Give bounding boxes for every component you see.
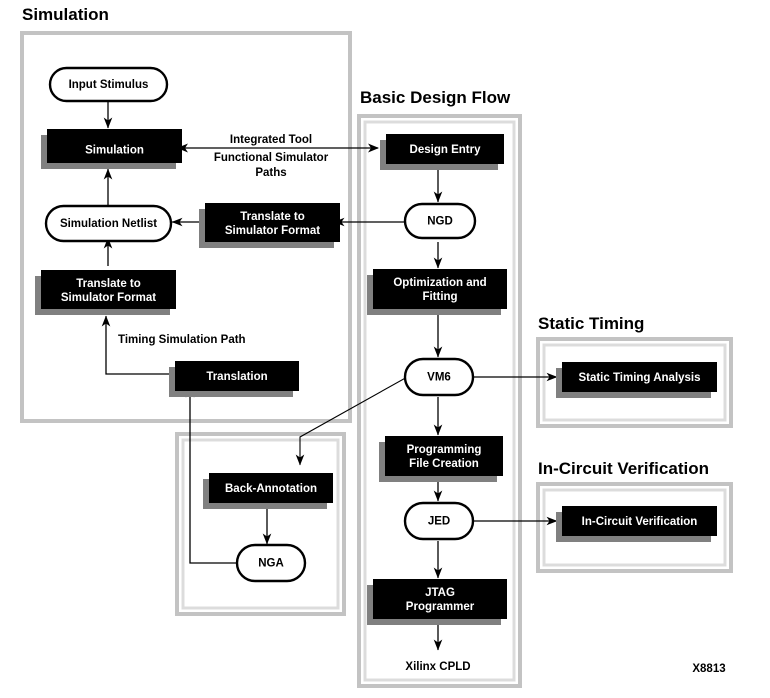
arrowhead-toward-simulation xyxy=(177,143,188,153)
group-box-basic-design-flow xyxy=(357,114,522,688)
block-jtag-label-line2: Programmer xyxy=(406,601,475,613)
block-back-annotation-body xyxy=(209,473,333,503)
node-nga-shape xyxy=(235,543,307,583)
block-translate-bottom-label-line1: Translate to xyxy=(76,278,141,290)
group-title-in-circuit-verification: In-Circuit Verification xyxy=(538,459,709,478)
edge-label-timing-simulation-path: Timing Simulation Path xyxy=(118,334,246,346)
edge-label-functional-simulator: Functional Simulator xyxy=(214,152,329,164)
block-jtag-label-line1: JTAG xyxy=(425,587,455,599)
block-jtag-programmer[interactable]: JTAG Programmer xyxy=(367,579,507,625)
block-static-timing-analysis[interactable]: Static Timing Analysis xyxy=(556,362,717,398)
node-input-stimulus-shape xyxy=(48,66,169,103)
block-simulation-body xyxy=(47,129,182,163)
node-vm6-shape xyxy=(403,357,475,397)
node-nga-label: NGA xyxy=(258,558,284,570)
node-simulation-netlist[interactable]: Simulation Netlist xyxy=(44,204,173,243)
group-box-simulation xyxy=(20,31,352,423)
block-design-entry-body xyxy=(386,134,504,164)
block-translate-bottom-label-line2: Simulator Format xyxy=(61,292,156,304)
group-in-circuit-verification: In-Circuit Verification xyxy=(536,459,733,573)
node-xilinx-cpld-label: Xilinx CPLD xyxy=(405,661,470,673)
node-vm6[interactable]: VM6 xyxy=(403,357,475,397)
block-static-timing-analysis-label: Static Timing Analysis xyxy=(578,372,700,384)
node-input-stimulus-label: Input Stimulus xyxy=(69,79,149,91)
node-jed-shape xyxy=(403,501,475,541)
block-optimization-and-fitting[interactable]: Optimization and Fitting xyxy=(367,269,507,315)
group-box-static-timing-inner xyxy=(542,343,727,422)
node-ngd[interactable]: NGD xyxy=(403,202,477,240)
block-programming-label-line2: File Creation xyxy=(409,458,479,470)
group-box-static-timing xyxy=(536,337,733,428)
node-nga[interactable]: NGA xyxy=(235,543,307,583)
block-translate-bottom-body xyxy=(41,270,176,309)
block-optimization-body xyxy=(373,269,507,309)
node-ngd-label: NGD xyxy=(427,216,453,228)
node-simulation-netlist-shape xyxy=(44,204,173,243)
node-ngd-shape xyxy=(403,202,477,240)
block-translate-top-body xyxy=(205,203,340,242)
edge-label-integrated-tool: Integrated Tool xyxy=(230,134,312,146)
block-back-annotation-label: Back-Annotation xyxy=(225,483,317,495)
group-title-basic-design-flow: Basic Design Flow xyxy=(360,88,511,107)
group-title-static-timing: Static Timing xyxy=(538,314,644,333)
block-design-entry-label: Design Entry xyxy=(410,144,482,156)
block-translation[interactable]: Translation xyxy=(169,361,299,397)
block-translation-body xyxy=(175,361,299,391)
node-input-stimulus[interactable]: Input Stimulus xyxy=(48,66,169,103)
block-optimization-label-line2: Fitting xyxy=(422,291,457,303)
node-jed-label: JED xyxy=(428,516,450,528)
block-simulation[interactable]: Simulation xyxy=(41,129,182,169)
group-box-in-circuit-verification xyxy=(536,482,733,573)
group-title-simulation: Simulation xyxy=(22,5,109,24)
group-back-annotation xyxy=(175,432,346,616)
arrowhead-toward-design-entry xyxy=(368,143,379,153)
edge-translation-to-translate-bottom xyxy=(101,315,170,375)
group-box-in-circuit-verification-inner xyxy=(542,488,727,567)
block-translate-to-simulator-format-top[interactable]: Translate to Simulator Format xyxy=(199,203,340,248)
block-simulation-label: Simulation xyxy=(85,145,144,157)
edge-nga-to-translation xyxy=(185,386,238,564)
block-in-circuit-verification-body xyxy=(562,506,717,536)
node-simulation-netlist-label: Simulation Netlist xyxy=(60,218,157,230)
block-translate-top-label-line1: Translate to xyxy=(240,211,305,223)
edge-vm6-to-back-annotation xyxy=(295,375,410,466)
block-programming-body xyxy=(385,436,503,476)
figure-id-label: X8813 xyxy=(692,663,725,675)
block-static-timing-analysis-body xyxy=(562,362,717,392)
block-translate-to-simulator-format-bottom[interactable]: Translate to Simulator Format xyxy=(35,270,176,315)
block-programming-label-line1: Programming xyxy=(407,444,482,456)
block-jtag-body xyxy=(373,579,507,619)
node-jed[interactable]: JED xyxy=(403,501,475,541)
group-box-back-annotation xyxy=(175,432,346,616)
group-box-back-annotation-inner xyxy=(181,438,340,610)
block-translate-top-label-line2: Simulator Format xyxy=(225,225,320,237)
block-in-circuit-verification[interactable]: In-Circuit Verification xyxy=(556,506,717,542)
group-simulation: Simulation xyxy=(20,5,352,423)
node-vm6-label: VM6 xyxy=(427,372,451,384)
block-design-entry[interactable]: Design Entry xyxy=(380,134,504,170)
block-back-annotation[interactable]: Back-Annotation xyxy=(203,473,333,509)
block-programming-file-creation[interactable]: Programming File Creation xyxy=(379,436,503,482)
block-in-circuit-verification-label: In-Circuit Verification xyxy=(582,516,698,528)
block-translation-label: Translation xyxy=(206,371,267,383)
block-optimization-label-line1: Optimization and xyxy=(393,277,486,289)
edge-label-paths: Paths xyxy=(255,167,286,179)
group-static-timing: Static Timing xyxy=(536,314,733,428)
